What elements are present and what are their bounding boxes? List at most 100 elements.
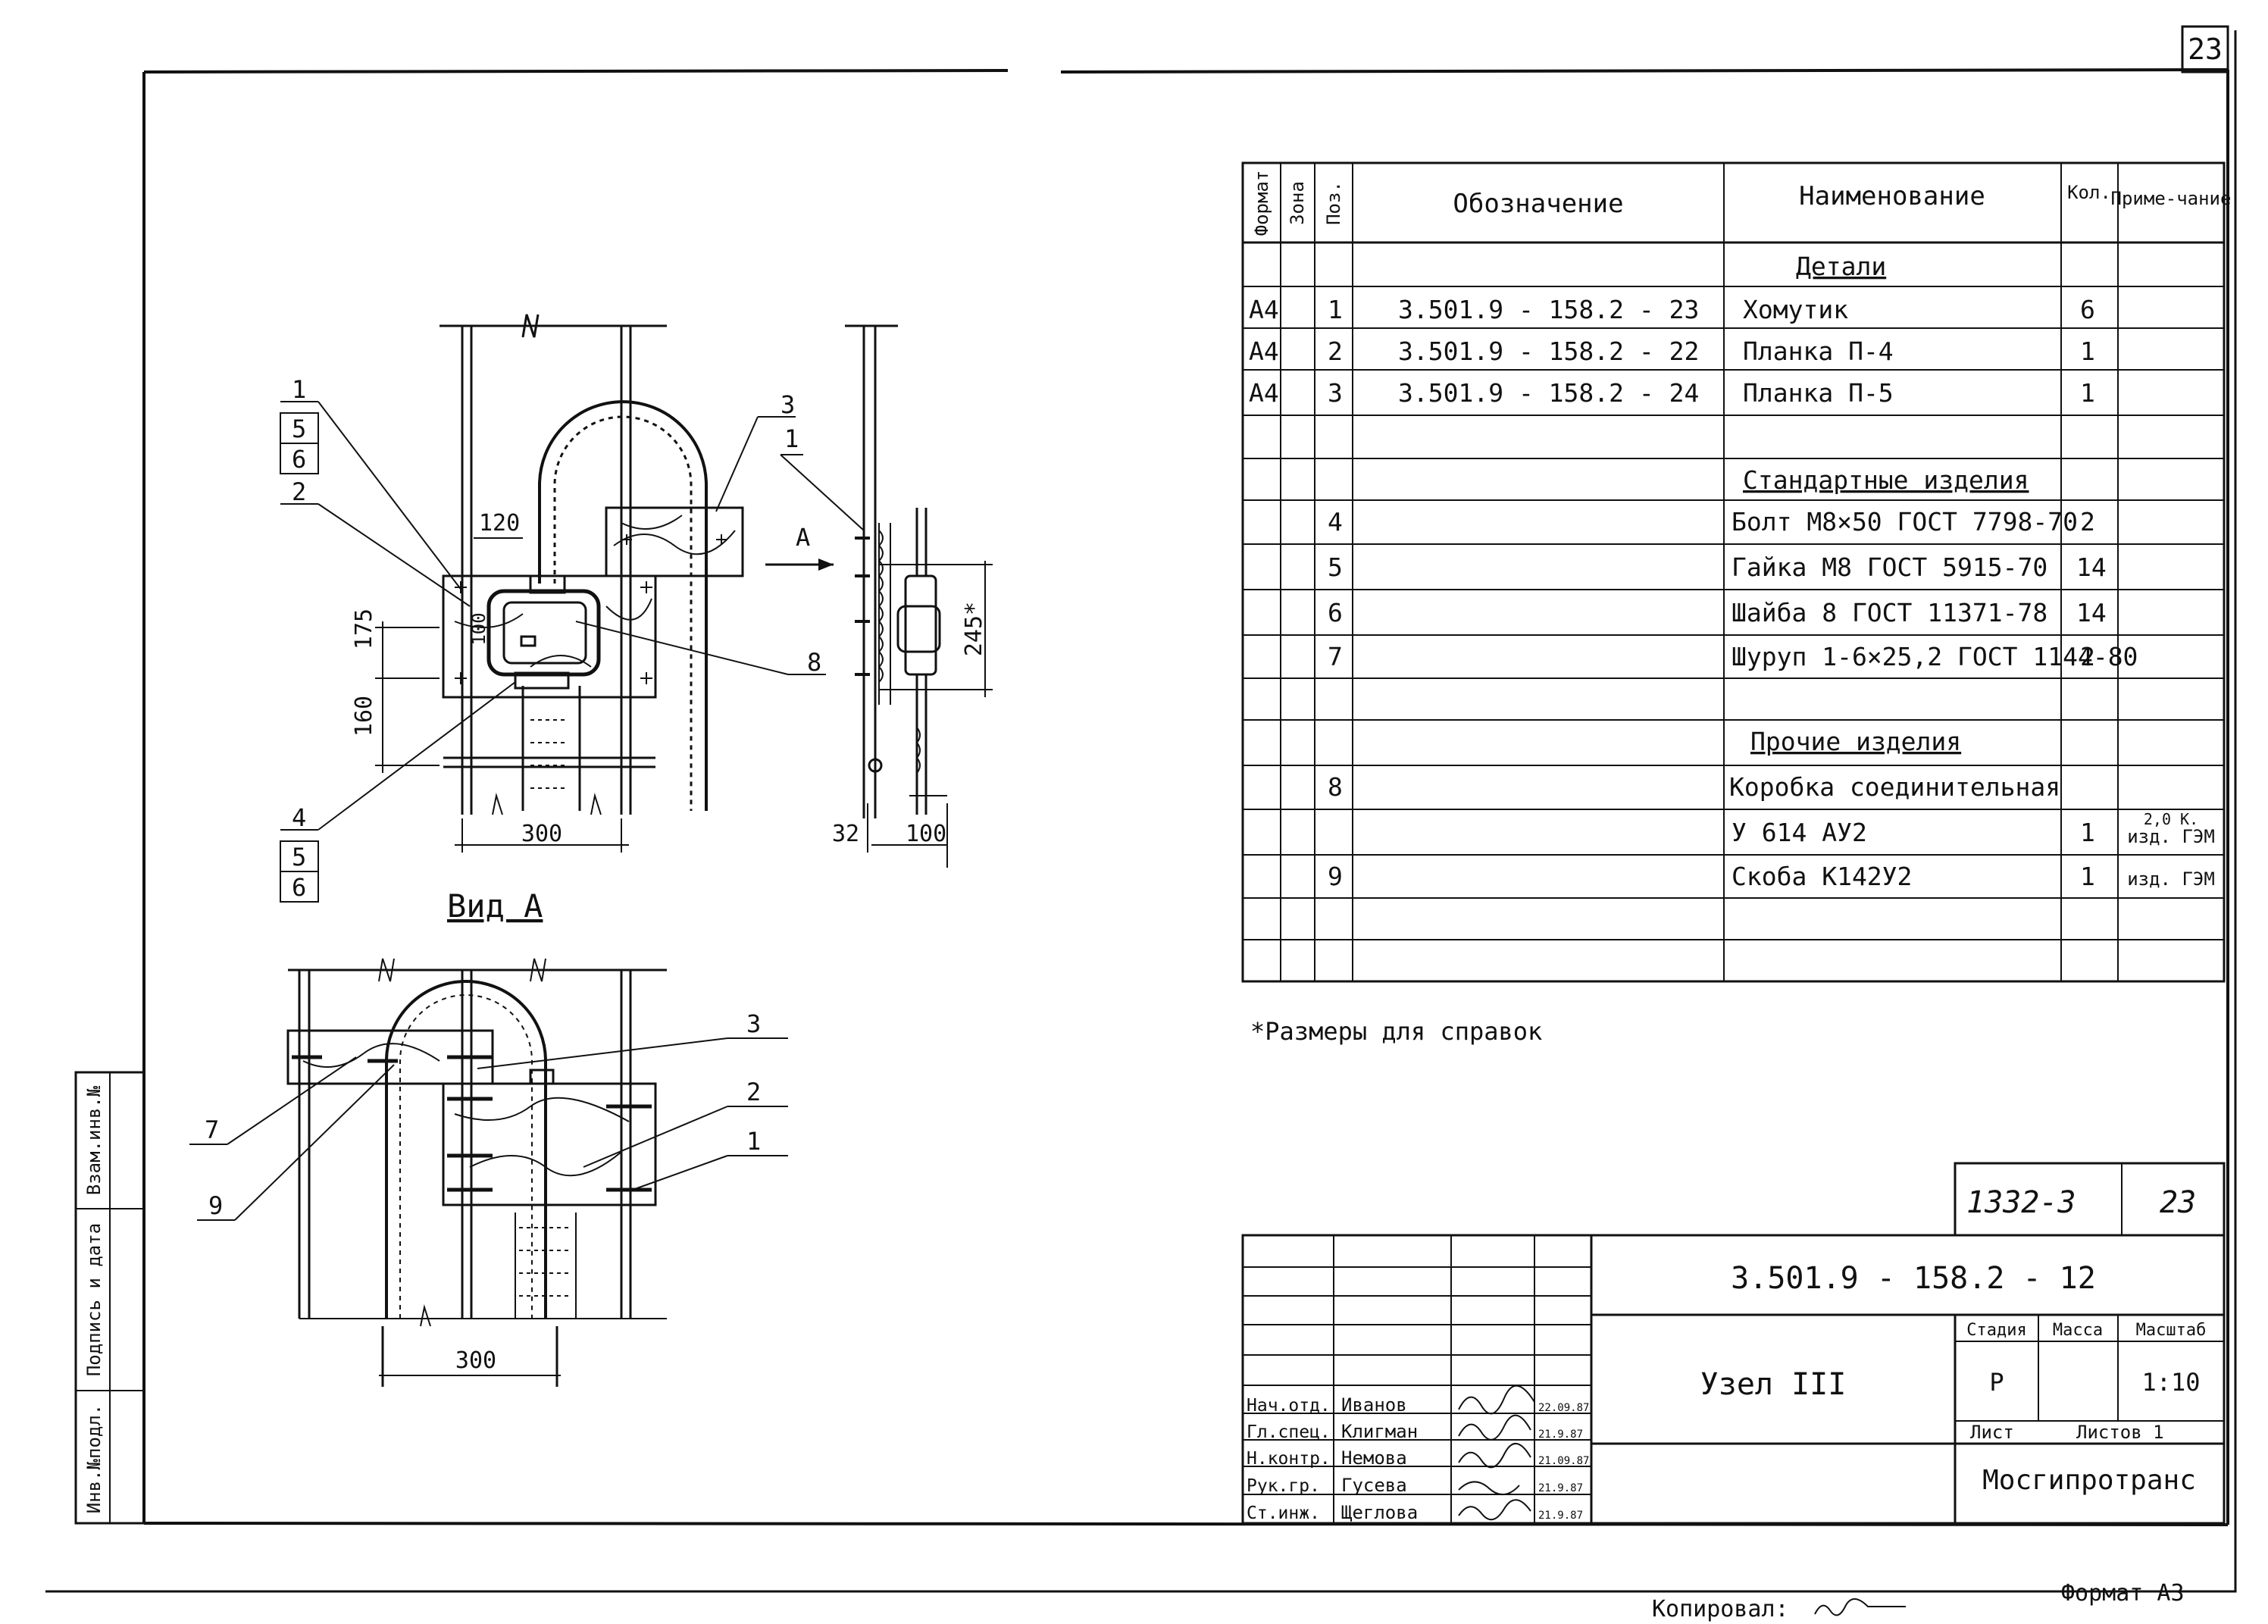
stamp-inv-label: Инв.№подл. [83, 1404, 105, 1514]
spec-table: Формат Зона Поз. Обозначение Наименовани… [1241, 161, 2231, 983]
organization: Мосгипротранс [1982, 1465, 2196, 1496]
svg-text:2: 2 [2080, 507, 2095, 537]
table-row: 8 Коробка соединительная [1328, 772, 2060, 802]
svg-text:22.09.87: 22.09.87 [1538, 1402, 1589, 1414]
svg-text:3: 3 [1328, 378, 1343, 408]
svg-text:Клигман: Клигман [1341, 1421, 1418, 1442]
svg-text:Планка П-4: Планка П-4 [1743, 336, 1894, 366]
svg-text:6: 6 [2080, 295, 2095, 324]
view-a-callout-1: 1 [746, 1127, 761, 1156]
table-row: А4 3 3.501.9 - 158.2 - 24 Планка П-5 1 [1249, 378, 2095, 408]
svg-text:3.501.9 - 158.2 - 24: 3.501.9 - 158.2 - 24 [1398, 378, 1699, 408]
svg-text:А4: А4 [1249, 295, 1279, 324]
svg-text:7: 7 [1328, 642, 1343, 671]
side-stamp: Инв.№подл. Подпись и дата Взам.инв.№ [74, 1071, 145, 1525]
svg-text:Шайба 8 ГОСТ 11371-78: Шайба 8 ГОСТ 11371-78 [1732, 598, 2047, 627]
scale-value: 1:10 [2141, 1368, 2200, 1397]
side-callout-1: 1 [784, 424, 799, 453]
table-row: 7 Шуруп 1-6×25,2 ГОСТ 1144-80 2 [1328, 642, 2138, 671]
svg-text:2: 2 [2080, 642, 2095, 671]
svg-text:Н.контр.: Н.контр. [1247, 1449, 1331, 1469]
svg-text:Болт М8×50 ГОСТ 7798-70: Болт М8×50 ГОСТ 7798-70 [1732, 507, 2078, 537]
dim-100v: 100 [468, 612, 490, 645]
dim-160: 160 [351, 696, 377, 737]
svg-text:Ст.инж.: Ст.инж. [1247, 1504, 1320, 1523]
svg-text:9: 9 [1328, 862, 1343, 891]
copier-signature [1814, 1598, 1906, 1616]
table-row: У 614 АУ2 1 2,0 К. изд. ГЭМ [1732, 810, 2215, 847]
dim-100: 100 [906, 821, 946, 847]
table-row: 4 Болт М8×50 ГОСТ 7798-70 2 [1328, 507, 2095, 537]
section-other: Прочие изделия [1750, 727, 1961, 756]
svg-text:Щеглова: Щеглова [1341, 1502, 1418, 1523]
svg-text:Хомутик: Хомутик [1743, 295, 1848, 324]
side-callout-leader [780, 454, 865, 531]
document-code: 3.501.9 - 158.2 - 12 [1731, 1261, 2096, 1296]
svg-text:Гусева: Гусева [1341, 1475, 1407, 1496]
view-arrow-label: А [796, 523, 810, 552]
stamp-sign-label: Подпись и дата [83, 1223, 105, 1376]
svg-text:3.501.9 - 158.2 - 23: 3.501.9 - 158.2 - 23 [1398, 295, 1699, 324]
stage-value: Р [1989, 1368, 2004, 1397]
svg-text:8: 8 [1328, 772, 1343, 802]
svg-text:Иванов: Иванов [1341, 1394, 1407, 1416]
front-view-dimensions [375, 537, 993, 868]
signature-rows: Нач.отд. Иванов 22.09.87 Гл.спец. Клигма… [1247, 1394, 1589, 1523]
dim-120: 120 [479, 510, 520, 537]
svg-text:Шуруп 1-6×25,2 ГОСТ 1144-80: Шуруп 1-6×25,2 ГОСТ 1144-80 [1732, 642, 2138, 671]
svg-text:21.9.87: 21.9.87 [1538, 1482, 1583, 1494]
callout-5: 5 [292, 415, 306, 443]
header-designation: Обозначение [1453, 189, 1623, 219]
svg-text:1: 1 [1328, 295, 1343, 324]
svg-text:Скоба К142У2: Скоба К142У2 [1732, 862, 1912, 891]
view-a-callout-3: 3 [746, 1009, 761, 1038]
svg-text:Коробка соединительная: Коробка соединительная [1729, 772, 2060, 802]
dim-300: 300 [521, 821, 562, 847]
callout-8: 8 [807, 648, 821, 677]
svg-text:Гайка М8 ГОСТ 5915-70: Гайка М8 ГОСТ 5915-70 [1732, 552, 2047, 582]
view-a-callout-7: 7 [205, 1116, 219, 1144]
svg-text:1: 1 [2080, 378, 2095, 408]
svg-text:У 614 АУ2: У 614 АУ2 [1732, 818, 1867, 847]
svg-text:21.9.87: 21.9.87 [1538, 1428, 1583, 1441]
svg-text:Гл.спец.: Гл.спец. [1247, 1422, 1331, 1442]
copied-by-label: Копировал: [1652, 1596, 1789, 1622]
dim-175: 175 [351, 609, 377, 649]
svg-text:4: 4 [1328, 507, 1343, 537]
front-view-callouts [280, 401, 826, 903]
table-row: А4 1 3.501.9 - 158.2 - 23 Хомутик 6 [1249, 295, 2095, 324]
callout-1: 1 [292, 375, 306, 404]
sheets-label: Листов 1 [2076, 1422, 2164, 1443]
sheet-label: Лист [1970, 1422, 2014, 1443]
section-details: Детали [1796, 252, 1886, 281]
archive-sheet: 23 [2160, 1185, 2196, 1220]
svg-text:Рук.гр.: Рук.гр. [1247, 1476, 1320, 1496]
dimensions-note: *Размеры для справок [1250, 1017, 1542, 1046]
svg-text:изд. ГЭМ: изд. ГЭМ [2127, 826, 2215, 847]
view-a-callouts [189, 1037, 788, 1221]
dim-245: 245* [961, 602, 987, 656]
page-number: 23 [2188, 33, 2223, 66]
callout-2: 2 [292, 477, 306, 506]
scale-label: Масштаб [2136, 1321, 2207, 1340]
svg-text:Немова: Немова [1341, 1447, 1407, 1469]
archive-number: 1332-3 [1966, 1185, 2076, 1220]
svg-text:1: 1 [2080, 862, 2095, 891]
header-format: Формат [1251, 171, 1272, 236]
svg-text:Нач.отд.: Нач.отд. [1247, 1396, 1331, 1416]
svg-text:14: 14 [2076, 552, 2107, 582]
callout-6: 6 [292, 445, 306, 474]
svg-text:1: 1 [2080, 336, 2095, 366]
svg-text:2,0 К.: 2,0 К. [2144, 810, 2198, 828]
svg-text:изд. ГЭМ: изд. ГЭМ [2127, 868, 2215, 890]
svg-text:Планка П-5: Планка П-5 [1743, 378, 1894, 408]
table-row: 5 Гайка М8 ГОСТ 5915-70 14 [1328, 552, 2107, 582]
header-qty: Кол. [2067, 182, 2111, 203]
dim-300-view-a: 300 [455, 1347, 496, 1374]
svg-text:2: 2 [1328, 336, 1343, 366]
section-standard: Стандартные изделия [1743, 465, 2029, 495]
view-a-callout-9: 9 [208, 1191, 223, 1220]
format-label: Формат А3 [2061, 1580, 2185, 1607]
callout-4: 4 [292, 803, 306, 832]
front-view [440, 314, 744, 815]
